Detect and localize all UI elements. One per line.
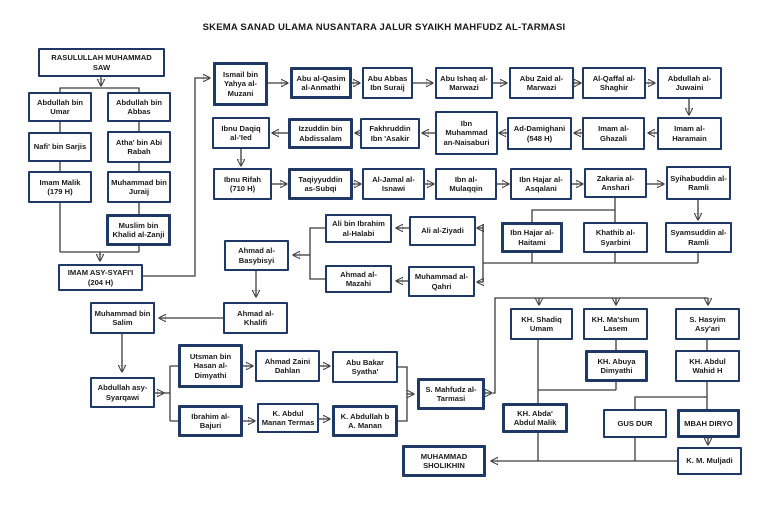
node-abu-bakar: Abu Bakar Syatha': [332, 351, 398, 383]
node-asqalani: Ibn Hajar al-Asqalani: [510, 168, 572, 200]
node-muhammad-juraij: Muhammad bin Juraij: [107, 171, 171, 203]
node-zaini-dahlan: Ahmad Zaini Dahlan: [255, 350, 320, 382]
node-ali-halabi: Ali bin Ibrahim al-Halabi: [325, 214, 392, 243]
node-zakaria: Zakaria al-Anshari: [584, 168, 647, 198]
node-ibnu-rifah: Ibnu Rifah (710 H): [213, 168, 272, 200]
node-abda: KH. Abda' Abdul Malik: [502, 403, 568, 433]
node-fakhruddin: Fakhruddin Ibn 'Asakir: [360, 118, 420, 149]
node-syihabuddin: Syihabuddin al-Ramli: [666, 166, 731, 200]
node-abdullah-manan: K. Abdullah b A. Manan: [332, 405, 398, 437]
node-haitami: Ibn Hajar al-Haitami: [501, 222, 563, 253]
node-abu-zaid: Abu Zaid al-Marwazi: [509, 67, 574, 99]
node-damighani: Ad-Damighani (548 H): [507, 117, 572, 150]
node-basybisyi: Ahmad al-Basybisyi: [224, 240, 289, 271]
node-sholikhin: MUHAMMAD SHOLIKHIN: [402, 445, 486, 477]
node-ghazali: Imam al-Ghazali: [582, 117, 645, 150]
node-mbah-diryo: MBAH DIRYO: [677, 409, 740, 438]
node-imam-syafii: IMAM ASY-SYAFI'I (204 H): [58, 264, 143, 291]
node-imam-malik: Imam Malik (179 H): [28, 171, 92, 203]
node-gusdur: GUS DUR: [603, 409, 667, 438]
node-khalifi: Ahmad al-Khalifi: [223, 302, 288, 334]
node-shadiq: KH. Shadiq Umam: [510, 308, 573, 340]
node-syarbini: Khathib al-Syarbini: [583, 222, 648, 253]
node-qahri: Muhammad al-Qahri: [408, 266, 475, 297]
node-mashum: KH. Ma'shum Lasem: [583, 308, 648, 340]
node-hasyim: S. Hasyim Asy'ari: [675, 308, 740, 340]
node-utsman: Utsman bin Hasan al-Dimyathi: [178, 344, 243, 388]
node-jamal-isnawi: Al-Jamal al-Isnawi: [362, 168, 425, 200]
node-muljadi: K. M. Muljadi: [677, 447, 742, 475]
node-atha-rabah: Atha' bin Abi Rabah: [107, 131, 171, 163]
node-naisaburi: Ibn Muhammad an-Naisaburi: [435, 111, 498, 155]
node-rasulullah: RASULULLAH MUHAMMAD SAW: [38, 48, 165, 77]
node-abu-qasim: Abu al-Qasim al-Anmathi: [290, 67, 352, 99]
node-bajuri: Ibrahim al-Bajuri: [178, 405, 243, 437]
node-ali-ziyadi: Ali al-Ziyadi: [409, 216, 476, 246]
node-izzuddin: Izzuddin bin Abdissalam: [288, 118, 353, 149]
node-ibn-mulaqqin: Ibn al-Mulaqqin: [435, 168, 497, 200]
node-abdul-manan: K. Abdul Manan Termas: [257, 403, 319, 433]
node-abu-abbas-suraij: Abu Abbas Ibn Suraij: [362, 67, 413, 99]
node-salim: Muhammad bin Salim: [90, 302, 155, 334]
node-ibnu-daqiq: Ibnu Daqiq al-'Ied: [212, 117, 270, 149]
node-mahfudz: S. Mahfudz al-Tarmasi: [417, 378, 485, 410]
node-wahid: KH. Abdul Wahid H: [675, 350, 740, 382]
node-mazahi: Ahmad al-Mazahi: [325, 265, 392, 293]
node-abdullah-umar: Abdullah bin Umar: [28, 92, 92, 122]
diagram-title: SKEMA SANAD ULAMA NUSANTARA JALUR SYAIKH…: [202, 22, 566, 33]
node-muslim-zanji: Muslim bin Khalid al-Zanji: [106, 214, 171, 246]
node-qaffal: Al-Qaffal al-Shaghir: [582, 67, 646, 99]
node-haramain: Imam al-Haramain: [657, 117, 722, 150]
node-abu-ishaq: Abu Ishaq al-Marwazi: [435, 67, 493, 99]
node-ismail-muzani: Ismail bin Yahya al-Muzani: [213, 62, 268, 106]
node-syarqawi: Abdullah asy-Syarqawi: [90, 377, 155, 408]
node-juwaini: Abdullah al-Juwaini: [657, 67, 722, 99]
node-syamsuddin: Syamsuddin al-Ramli: [665, 222, 732, 253]
node-abdullah-abbas: Abdullah bin Abbas: [107, 92, 171, 122]
node-taqiyyuddin: Taqiyyuddin as-Subqi: [288, 168, 353, 200]
node-abuya: KH. Abuya Dimyathi: [585, 350, 648, 382]
node-nafi-sarjis: Nafi' bin Sarjis: [28, 132, 92, 162]
